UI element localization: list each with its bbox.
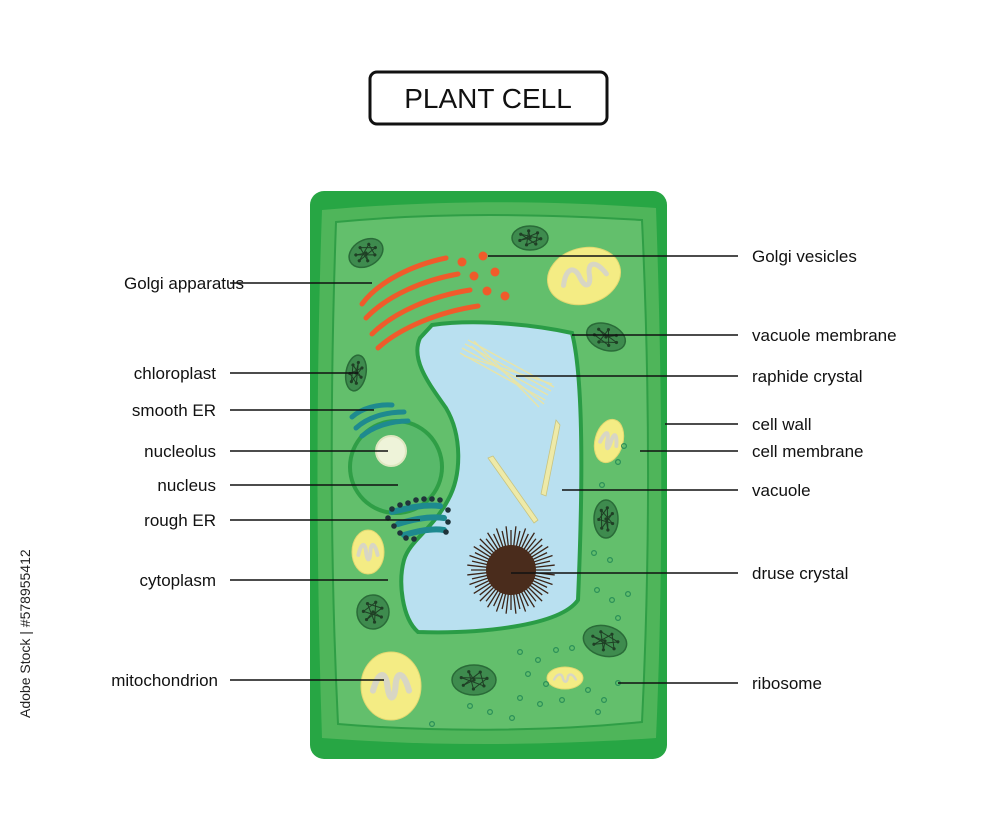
- label-golgi-apparatus: Golgi apparatus: [124, 274, 244, 293]
- needle-crystals: [487, 419, 561, 524]
- label-cell-membrane: cell membrane: [752, 442, 864, 461]
- labels-left: Golgi apparatus chloroplast smooth ER nu…: [111, 274, 244, 690]
- mitochondria: [351, 246, 625, 721]
- labels-right: Golgi vesicles vacuole membrane raphide …: [752, 247, 897, 693]
- chloroplasts: [344, 225, 628, 696]
- label-vacuole-membrane: vacuole membrane: [752, 326, 897, 345]
- label-cell-wall: cell wall: [752, 415, 812, 434]
- label-golgi-vesicles: Golgi vesicles: [752, 247, 857, 266]
- label-ribosome: ribosome: [752, 674, 822, 693]
- ribosomes: [429, 443, 631, 727]
- label-mitochondrion: mitochondrion: [111, 671, 218, 690]
- label-vacuole: vacuole: [752, 481, 811, 500]
- raphide-crystal: [459, 339, 555, 408]
- label-rough-er: rough ER: [144, 511, 216, 530]
- druse-crystal: [467, 526, 555, 614]
- label-chloroplast: chloroplast: [134, 364, 216, 383]
- label-cytoplasm: cytoplasm: [139, 571, 216, 590]
- label-smooth-er: smooth ER: [132, 401, 216, 420]
- label-druse-crystal: druse crystal: [752, 564, 848, 583]
- leader-lines-left: [230, 282, 420, 681]
- label-raphide-crystal: raphide crystal: [752, 367, 863, 386]
- stock-watermark-side-text: Adobe Stock | #578955412: [17, 549, 33, 718]
- smooth-er: [349, 402, 411, 439]
- page-title: PLANT CELL: [404, 83, 572, 114]
- title-box: [368, 70, 609, 126]
- label-nucleus: nucleus: [157, 476, 216, 495]
- golgi-apparatus: [359, 255, 481, 351]
- nucleus: [348, 419, 444, 515]
- leader-lines-right: [488, 255, 738, 684]
- rough-er: [385, 496, 451, 542]
- label-nucleolus: nucleolus: [144, 442, 216, 461]
- golgi-vesicles: [457, 251, 510, 301]
